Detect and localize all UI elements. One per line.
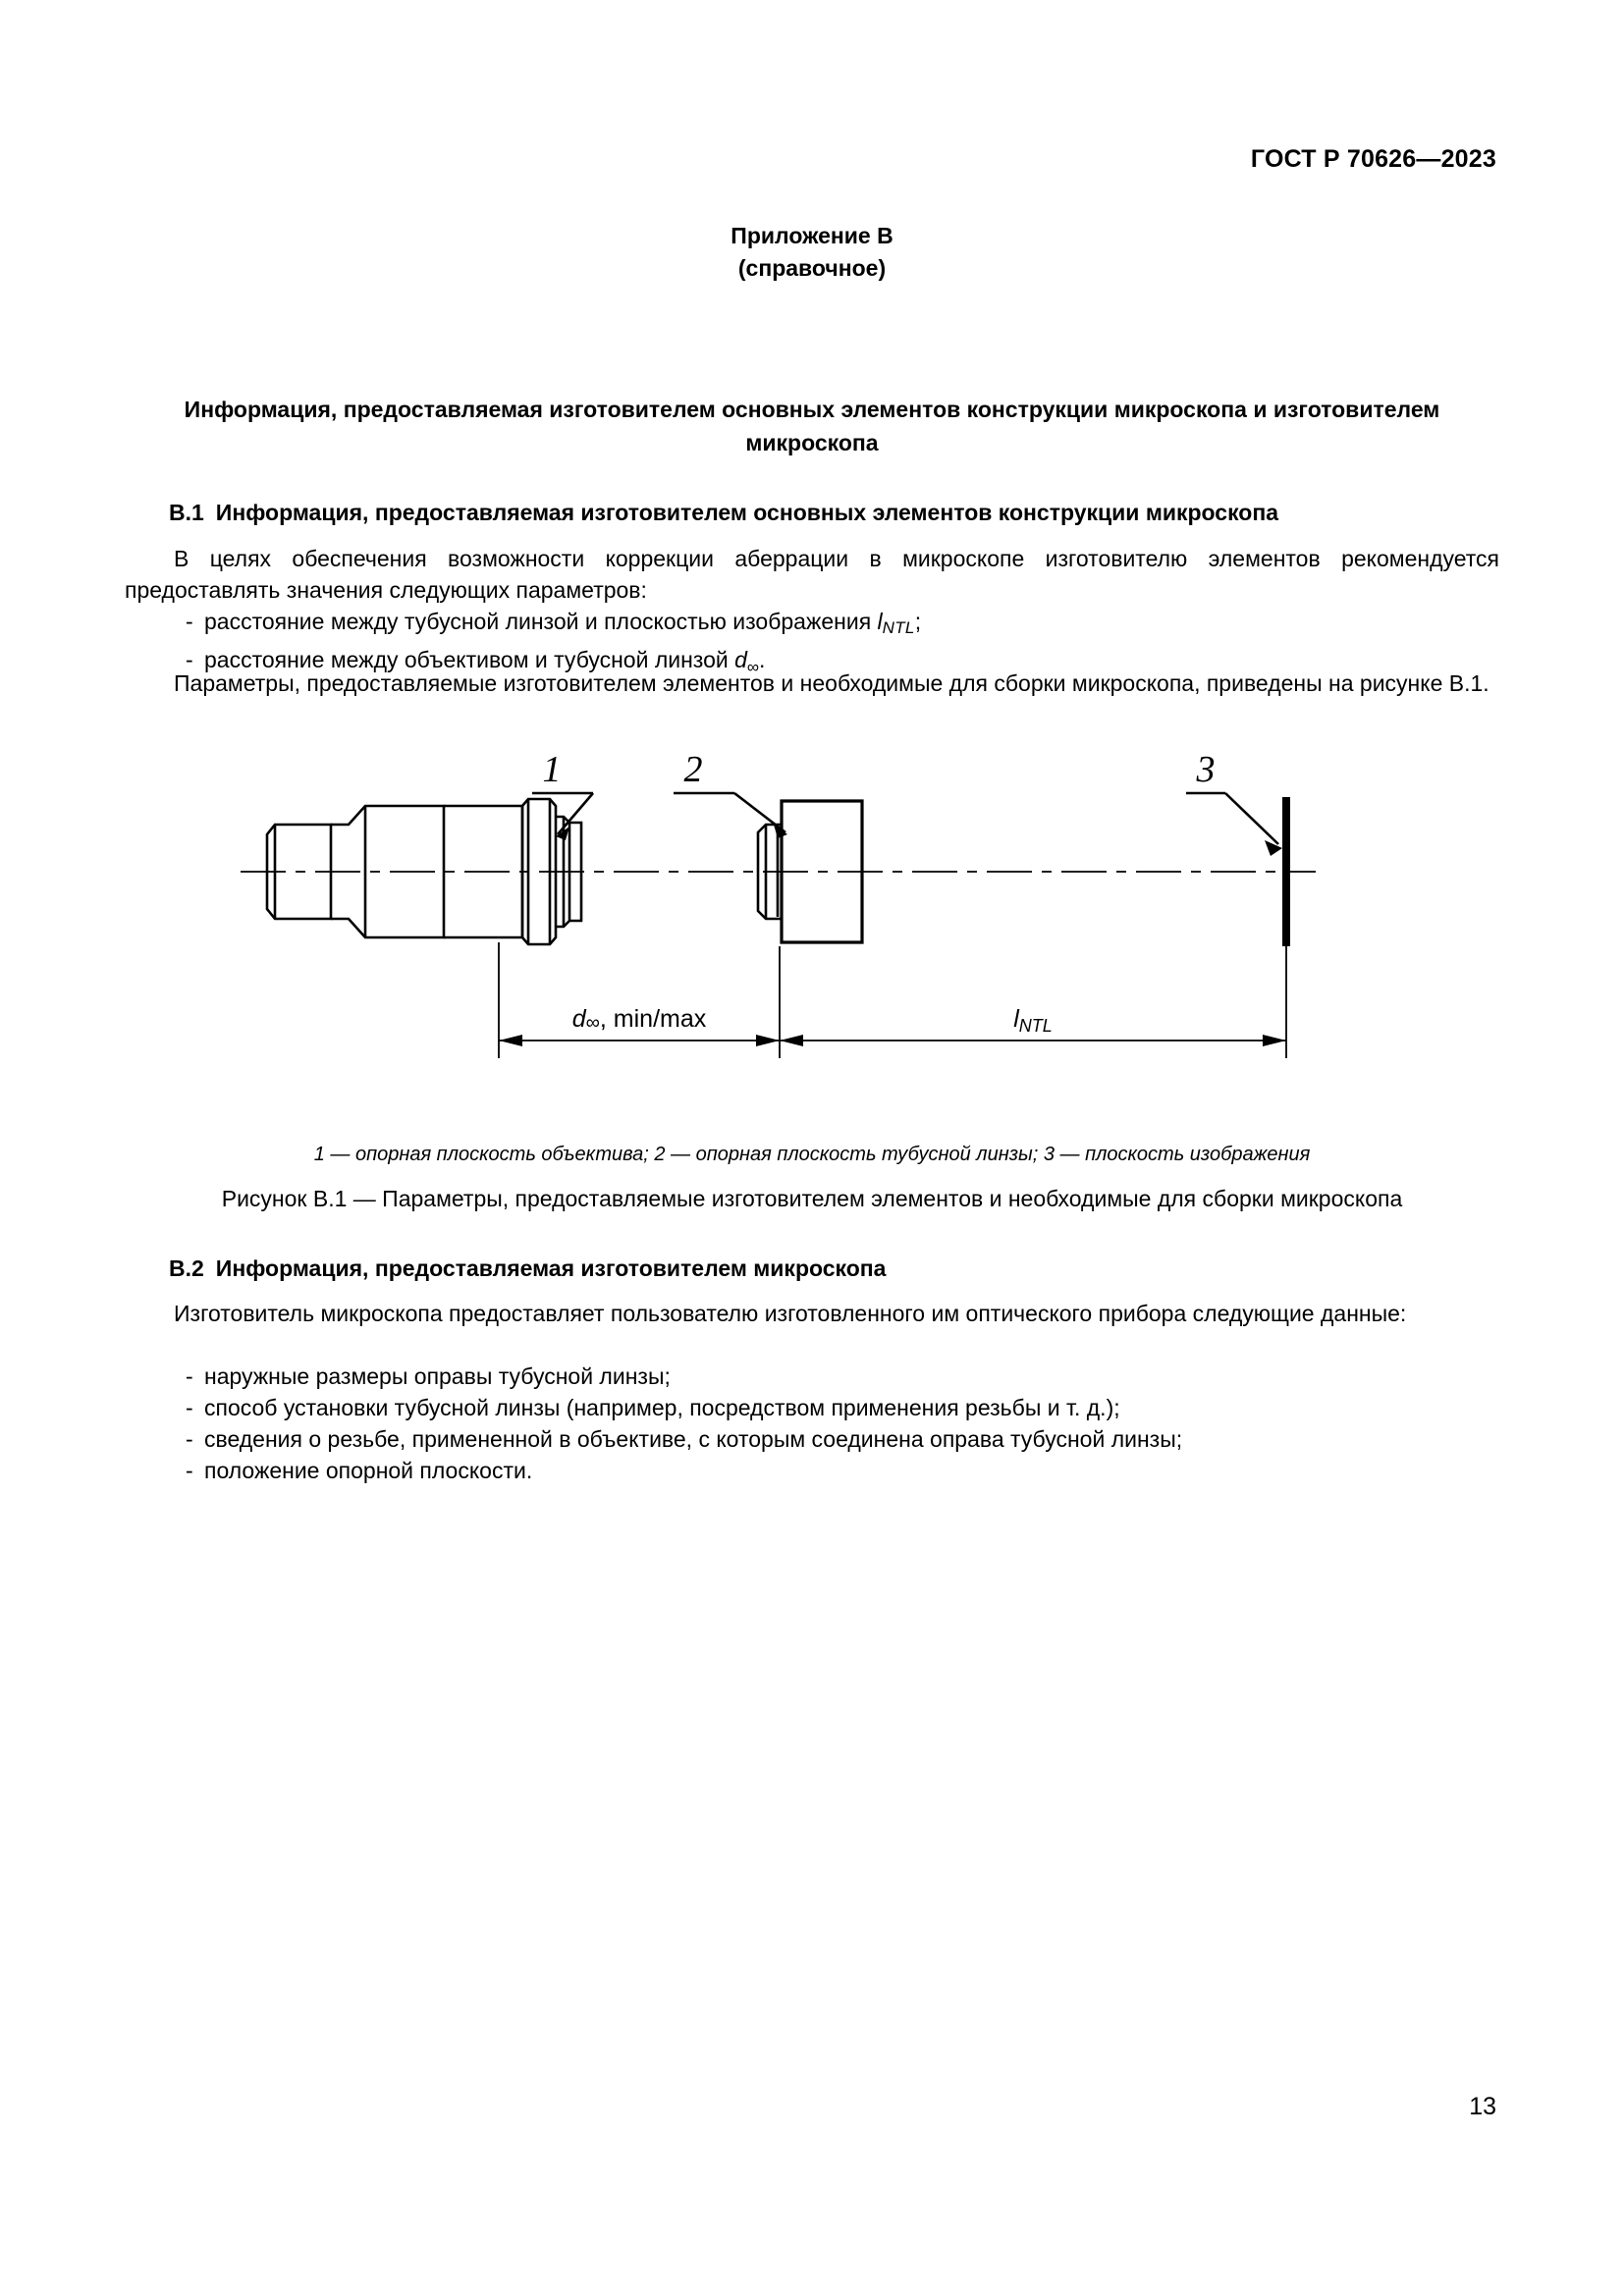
figure-legend-text: 1 — опорная плоскость объектива; 2 — опо…	[313, 1144, 1311, 1165]
symbol-l-subscript: NTL	[882, 618, 915, 637]
callout-leader-1	[532, 791, 594, 840]
page-title-line-1: Информация, предоставляемая изготовителе…	[184, 397, 1247, 422]
section-b2-heading-text: Информация, предоставляемая изготовителе…	[215, 1255, 887, 1281]
section-b1-paragraph: В целях обеспечения возможности коррекци…	[125, 546, 1499, 603]
dimension-line-l-ntl	[780, 1035, 1286, 1046]
section-b2-heading: В.2 Информация, предоставляемая изготовит…	[169, 1255, 886, 1282]
symbol-d-subscript: ∞	[746, 658, 760, 676]
figure-dimension-label-l-ntl: lNTL	[1013, 1005, 1053, 1036]
section-b2-number: В.2	[169, 1255, 204, 1281]
section-b1-paragraph-2: Параметры, предоставляемые изготовителем…	[174, 670, 1489, 696]
bullet-terminator: ;	[914, 609, 922, 634]
figure-b1: 1 2 3 d∞, min/max lNTL	[0, 746, 1624, 1158]
section-b1-bullet-list: расстояние между тубусной линзой и плоск…	[172, 606, 921, 683]
section-b1-heading: В.1 Информация, предоставляемая изготовит…	[169, 500, 1278, 526]
tube-lens-body	[780, 799, 864, 944]
appendix-title: Приложение В	[731, 223, 893, 248]
document-header-standard-number: ГОСТ Р 70626—2023	[1250, 145, 1496, 173]
figure-caption: Рисунок В.1 — Параметры, предоставляемые…	[221, 1186, 1403, 1211]
symbol-d: d	[734, 647, 747, 672]
dimension-line-d-infinity	[499, 1035, 780, 1046]
list-item: способ установки тубусной линзы (наприме…	[172, 1392, 1182, 1423]
list-item: сведения о резьбе, примененной в объекти…	[172, 1423, 1182, 1455]
figure-callout-label-1: 1	[543, 749, 562, 790]
page-title: Информация, предоставляемая изготовителе…	[125, 393, 1499, 459]
objective-mid-barrel	[331, 804, 446, 939]
page-title-line-2: и изготовителем микроскопа	[745, 397, 1440, 455]
figure-callout-label-3: 3	[1196, 749, 1216, 790]
bullet-text: расстояние между объективом и тубусной л…	[204, 647, 735, 672]
figure-legend: 1 — опорная плоскость объектива; 2 — опо…	[0, 1144, 1624, 1166]
symbol-l: l	[877, 609, 883, 634]
figure-dimension-label-d-infinity: d∞, min/max	[572, 1005, 707, 1034]
list-item: расстояние между объективом и тубусной л…	[172, 644, 921, 683]
section-b2-bullet-list: наружные размеры оправы тубусной линзы; …	[172, 1361, 1182, 1486]
list-item: наружные размеры оправы тубусной линзы;	[172, 1361, 1182, 1392]
list-item: расстояние между тубусной линзой и плоск…	[172, 606, 921, 644]
section-b1-heading-text: Информация, предоставляемая изготовителе…	[215, 500, 1279, 525]
callout-arrow-3	[1265, 840, 1282, 856]
list-item: положение опорной плоскости.	[172, 1455, 1182, 1486]
appendix-subtitle: (справочное)	[737, 255, 887, 281]
callout-leader-3	[1186, 791, 1282, 856]
callout-arrow-2	[774, 825, 787, 838]
bullet-terminator: .	[759, 647, 766, 672]
callout-arrow-1	[556, 827, 569, 840]
bullet-text: расстояние между тубусной линзой и плоск…	[204, 609, 878, 634]
callout-leader-2	[674, 791, 787, 838]
section-b1-number: В.1	[169, 500, 204, 525]
appendix-heading: Приложение В (справочное)	[0, 220, 1624, 285]
objective-shoulder-flange	[520, 797, 558, 946]
figure-callout-label-2: 2	[684, 749, 703, 790]
section-b2-paragraph: Изготовитель микроскопа предоставляет по…	[174, 1301, 1407, 1326]
page-number: 13	[1469, 2093, 1496, 2120]
